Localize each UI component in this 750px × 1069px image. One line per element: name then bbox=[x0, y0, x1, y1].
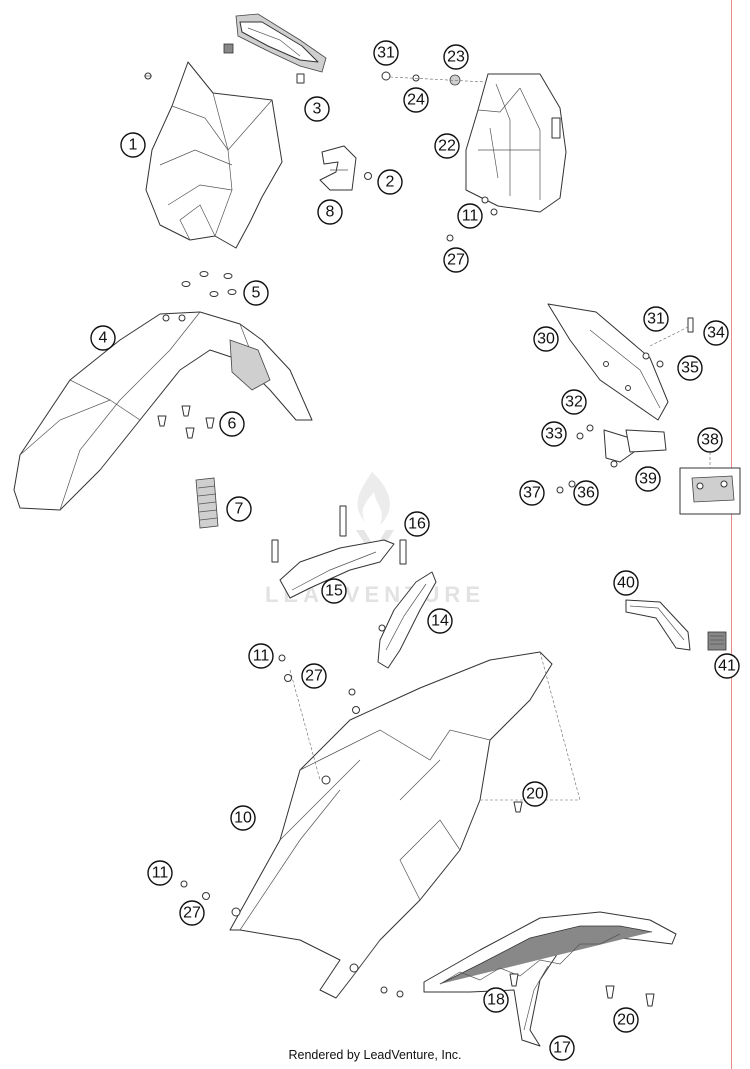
svg-text:36: 36 bbox=[577, 485, 595, 502]
svg-text:22: 22 bbox=[438, 138, 456, 155]
callout-20-upper: 20 bbox=[522, 781, 548, 807]
svg-text:18: 18 bbox=[487, 992, 505, 1009]
svg-text:38: 38 bbox=[701, 432, 719, 449]
callout-20-lower: 20 bbox=[613, 1007, 639, 1033]
part-38-reflector bbox=[679, 467, 741, 515]
callout-31-plate: 31 bbox=[643, 306, 669, 332]
part-40-41-bracket-reflector bbox=[625, 599, 727, 651]
callout-36: 36 bbox=[573, 480, 599, 506]
part-7-grille bbox=[195, 477, 219, 529]
footer-credit: Rendered by LeadVenture, Inc. bbox=[288, 1048, 462, 1062]
svg-text:41: 41 bbox=[718, 658, 736, 675]
callout-16: 16 bbox=[404, 511, 430, 537]
callout-7: 7 bbox=[226, 496, 252, 522]
svg-text:37: 37 bbox=[523, 485, 541, 502]
svg-text:11: 11 bbox=[152, 865, 169, 882]
callout-32: 32 bbox=[561, 389, 587, 415]
callout-11-mid: 11 bbox=[248, 643, 274, 669]
svg-text:24: 24 bbox=[407, 92, 425, 109]
svg-text:27: 27 bbox=[305, 668, 323, 685]
callout-22: 22 bbox=[434, 133, 460, 159]
callout-4: 4 bbox=[90, 325, 116, 351]
callout-41: 41 bbox=[714, 653, 740, 679]
svg-text:7: 7 bbox=[235, 501, 244, 518]
part-14-side-cover bbox=[377, 571, 437, 669]
svg-text:20: 20 bbox=[617, 1012, 635, 1029]
hardware-32-33-36-37-39 bbox=[556, 424, 667, 494]
svg-text:16: 16 bbox=[408, 516, 426, 533]
callout-11-bottom: 11 bbox=[147, 860, 173, 886]
callout-2: 2 bbox=[377, 169, 403, 195]
part-22-electronics-box bbox=[465, 73, 567, 216]
svg-text:27: 27 bbox=[183, 905, 201, 922]
callout-37: 37 bbox=[519, 480, 545, 506]
svg-text:27: 27 bbox=[447, 252, 465, 269]
callout-31-top: 31 bbox=[373, 40, 399, 66]
part-1-headlight-mask bbox=[144, 61, 283, 249]
callout-27-mid: 27 bbox=[301, 663, 327, 689]
svg-text:33: 33 bbox=[545, 426, 563, 443]
svg-text:4: 4 bbox=[99, 330, 108, 347]
callout-30: 30 bbox=[533, 326, 559, 352]
svg-text:8: 8 bbox=[326, 204, 335, 221]
svg-text:32: 32 bbox=[565, 394, 583, 411]
svg-text:2: 2 bbox=[386, 174, 395, 191]
svg-text:1: 1 bbox=[129, 137, 138, 154]
svg-text:20: 20 bbox=[526, 786, 544, 803]
callout-39: 39 bbox=[635, 466, 661, 492]
part-8-bracket bbox=[319, 145, 372, 191]
svg-text:3: 3 bbox=[313, 101, 322, 118]
callout-23: 23 bbox=[443, 44, 469, 70]
hardware-18-20 bbox=[380, 801, 655, 1007]
callout-38: 38 bbox=[697, 427, 723, 453]
svg-text:11: 11 bbox=[462, 208, 479, 225]
callout-10: 10 bbox=[230, 805, 256, 831]
svg-text:14: 14 bbox=[431, 613, 449, 630]
callout-8: 8 bbox=[317, 199, 343, 225]
hardware-11-27-lower bbox=[180, 654, 360, 900]
callout-5: 5 bbox=[243, 280, 269, 306]
svg-text:15: 15 bbox=[325, 583, 343, 600]
callout-27-bottom: 27 bbox=[179, 900, 205, 926]
part-3-headlight-cover bbox=[223, 13, 327, 84]
svg-text:10: 10 bbox=[234, 810, 252, 827]
callout-40: 40 bbox=[613, 570, 639, 596]
part-17-rear-fender-frame bbox=[423, 911, 677, 1047]
callout-27-top: 27 bbox=[443, 247, 469, 273]
callout-11-top: 11 bbox=[457, 203, 483, 229]
part-6-screws bbox=[157, 405, 215, 439]
svg-text:6: 6 bbox=[228, 416, 237, 433]
callout-1: 1 bbox=[120, 132, 146, 158]
callout-34: 34 bbox=[703, 320, 729, 346]
svg-text:39: 39 bbox=[639, 471, 657, 488]
svg-text:40: 40 bbox=[617, 575, 635, 592]
callout-17: 17 bbox=[549, 1035, 575, 1061]
callout-24: 24 bbox=[403, 87, 429, 113]
callout-33: 33 bbox=[541, 421, 567, 447]
svg-text:11: 11 bbox=[253, 648, 270, 665]
margin-line bbox=[731, 0, 732, 1069]
callout-18: 18 bbox=[483, 987, 509, 1013]
part-15-spoiler bbox=[271, 505, 407, 599]
svg-text:17: 17 bbox=[553, 1040, 571, 1057]
callout-15: 15 bbox=[321, 578, 347, 604]
callout-6: 6 bbox=[219, 411, 245, 437]
part-30-plate-bracket bbox=[547, 303, 694, 421]
svg-text:23: 23 bbox=[447, 49, 465, 66]
callout-14: 14 bbox=[427, 608, 453, 634]
svg-text:31: 31 bbox=[377, 45, 395, 62]
svg-text:30: 30 bbox=[537, 331, 555, 348]
hardware-23-24-31 bbox=[381, 71, 487, 86]
svg-text:34: 34 bbox=[707, 325, 725, 342]
callout-3: 3 bbox=[304, 96, 330, 122]
callout-35: 35 bbox=[677, 355, 703, 381]
part-5-grommets bbox=[181, 271, 237, 297]
part-4-front-fender bbox=[13, 311, 313, 511]
svg-text:5: 5 bbox=[252, 285, 261, 302]
svg-text:35: 35 bbox=[681, 360, 699, 377]
svg-text:31: 31 bbox=[647, 311, 665, 328]
